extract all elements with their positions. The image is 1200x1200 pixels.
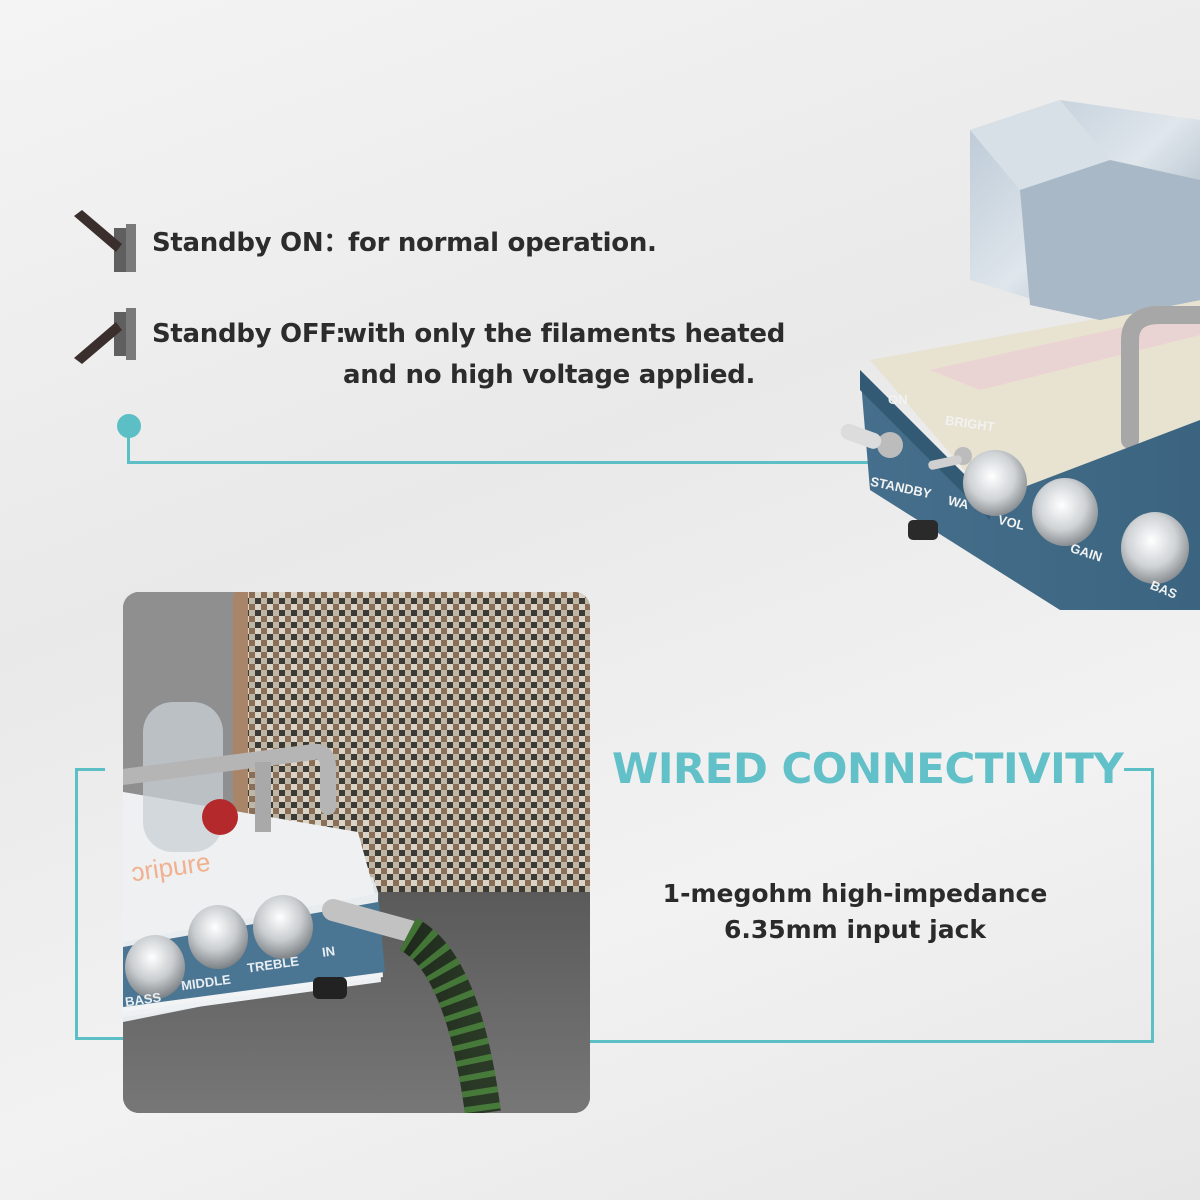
- connector-line-horizontal: [127, 461, 887, 464]
- frame-top-right: [1124, 768, 1154, 771]
- amp-photo: ɔripure BASS MIDDLE TREBLE IN: [123, 592, 590, 1113]
- wired-description-line1: 1-megohm high-impedance: [662, 879, 1048, 908]
- amp-illustration: ON BRIGHT STANDBY WA VOL GAIN BAS: [830, 90, 1200, 610]
- standby-on-description: for normal operation.: [348, 228, 657, 258]
- frame-top-left: [75, 768, 105, 771]
- standby-off-description-line2: and no high voltage applied.: [343, 360, 756, 390]
- wired-description-line2: 6.35mm input jack: [723, 915, 987, 944]
- standby-on-label: Standby ON：: [152, 228, 349, 258]
- photo-in-label: IN: [321, 943, 336, 960]
- standby-off-description-line1: with only the filaments heated: [343, 319, 786, 349]
- toggle-on-icon: [74, 210, 136, 272]
- frame-bottom-left: [75, 1037, 125, 1040]
- frame-bottom-right: [590, 1040, 1154, 1043]
- toggle-off-icon: [74, 308, 136, 364]
- amp-photo-scene: [123, 592, 590, 1113]
- wired-heading: WIRED CONNECTIVITY: [612, 744, 1124, 793]
- frame-right: [1151, 768, 1154, 1043]
- frame-left: [75, 768, 78, 1040]
- wired-description: 1-megohm high-impedance 6.35mm input jac…: [620, 876, 1090, 948]
- amp-body: [840, 100, 1200, 610]
- connector-line-vertical: [127, 426, 130, 464]
- amp-on-label: ON: [888, 392, 908, 407]
- standby-off-label: Standby OFF:: [152, 319, 346, 349]
